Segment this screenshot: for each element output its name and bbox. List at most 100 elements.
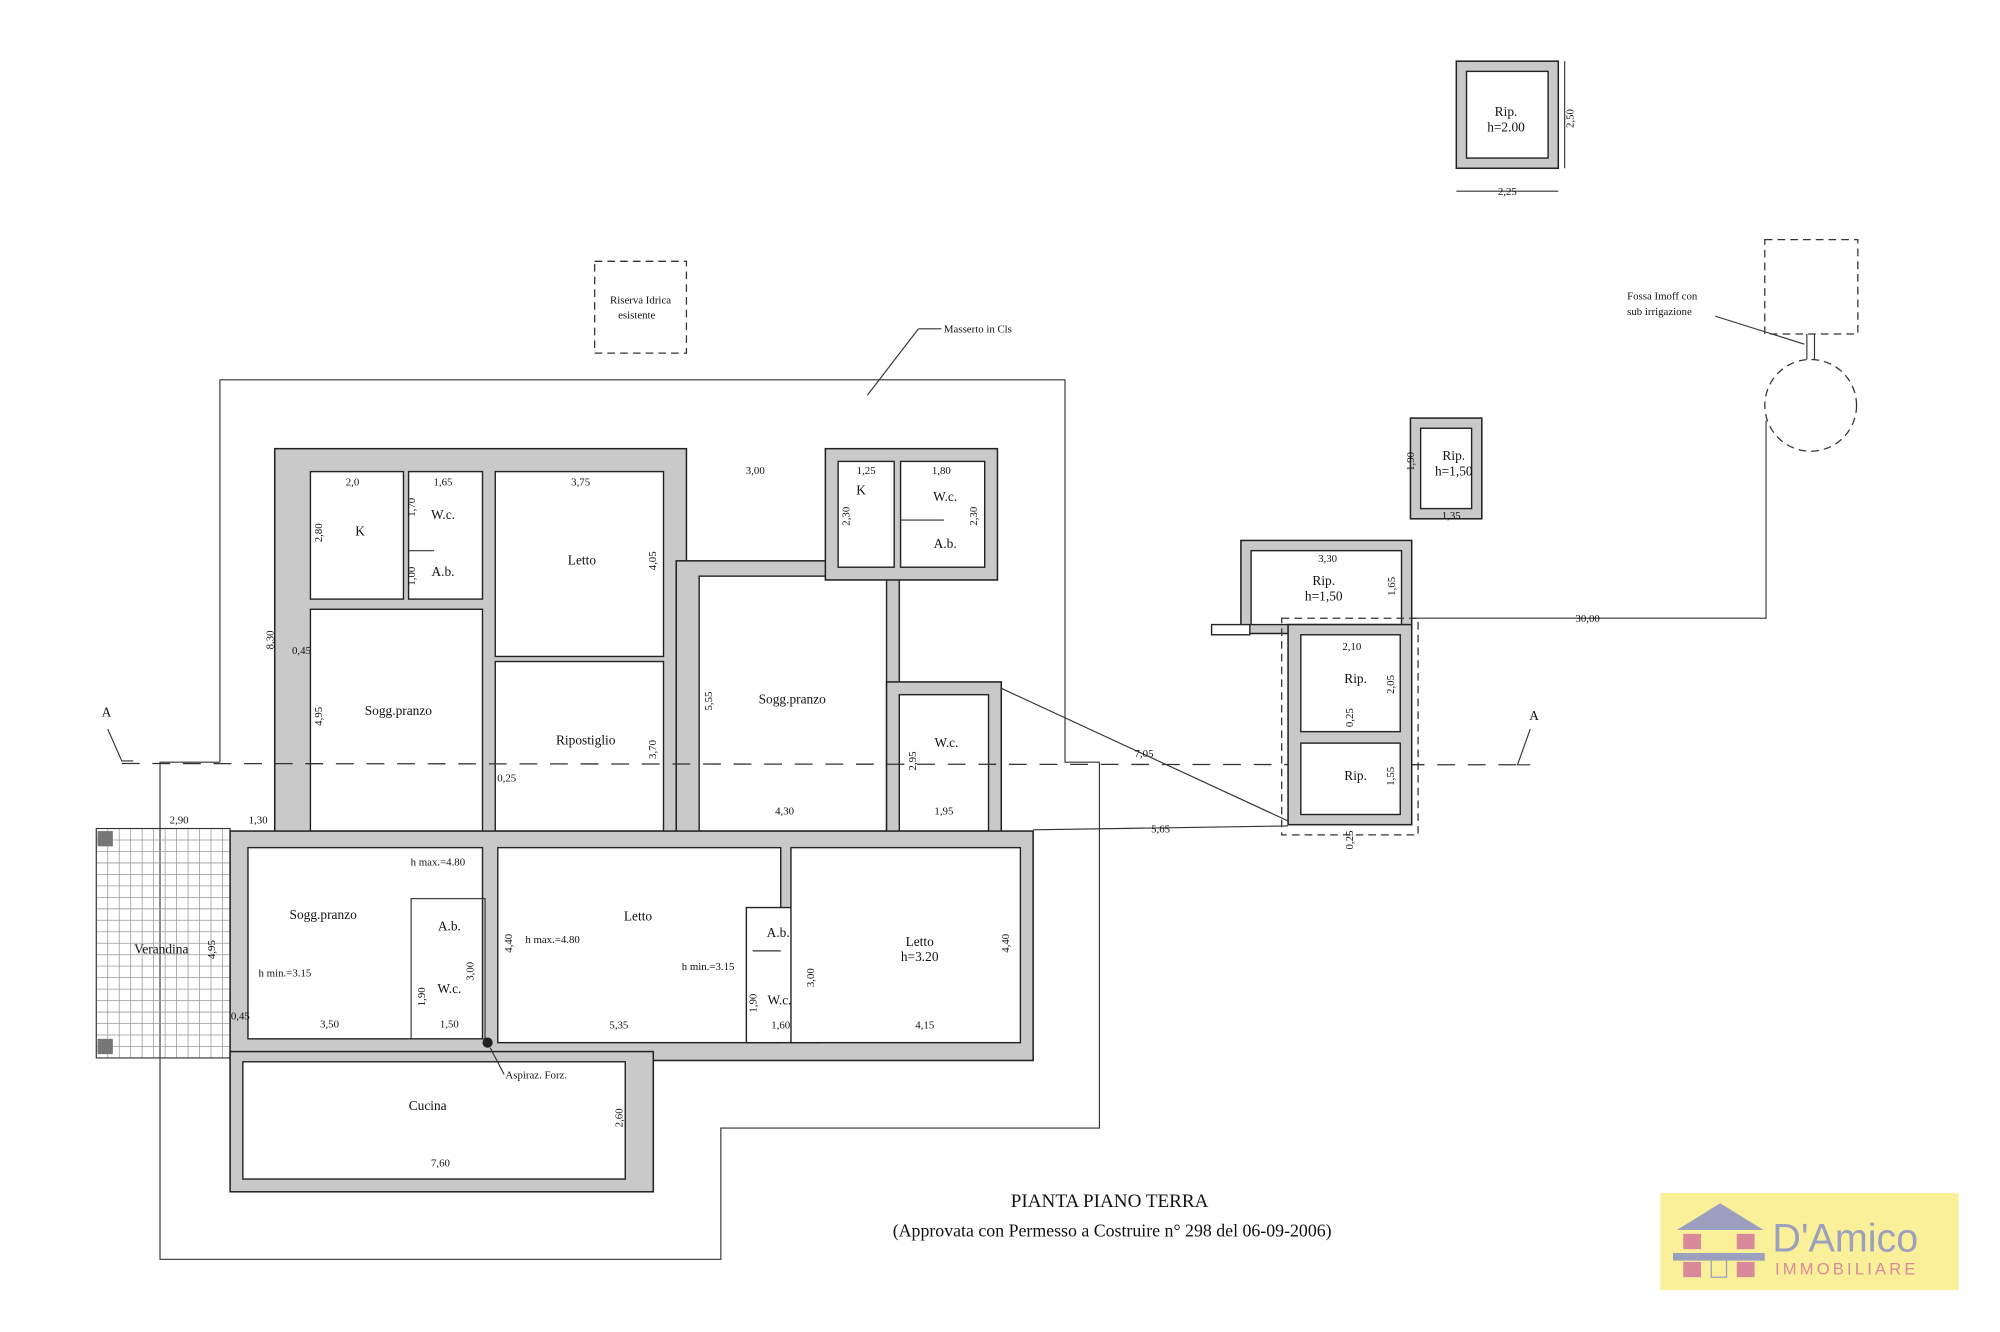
dimension-line	[1411, 420, 1767, 619]
room-label: Sogg.pranzo	[365, 703, 433, 718]
room-label: A.b.	[767, 925, 790, 940]
dimension-label: 4,15	[915, 1020, 934, 1032]
room-wc	[898, 693, 990, 832]
dimension-label: 3,00	[746, 465, 765, 477]
dimension-label: 3,75	[571, 477, 590, 489]
dimension-label: 1,95	[934, 805, 953, 817]
logo-door-icon	[1710, 1254, 1728, 1278]
logo-name: D'Amico	[1772, 1217, 1918, 1261]
dimension-label: 3,50	[320, 1018, 339, 1030]
section-mark-a: A	[102, 704, 112, 719]
room-label: W.c.	[767, 992, 791, 1007]
riserva-idrica-label: esistente	[618, 310, 655, 322]
dimension-label: 1,35	[1442, 510, 1461, 522]
section-arrow	[107, 728, 134, 762]
room-wc	[899, 460, 986, 568]
dimension-label: 1,80	[932, 465, 951, 477]
dimension-label: 4,95	[313, 707, 325, 726]
dimension-label: 0,25	[497, 772, 516, 784]
room-label: Letto	[568, 553, 597, 568]
room-ripostiglio	[494, 660, 665, 832]
aspiraz-label: Aspiraz. Forz.	[505, 1069, 567, 1081]
dimension-label: 3,30	[1318, 553, 1337, 565]
dimension-label: 0,45	[292, 645, 311, 657]
dimension-label: 2,50	[1565, 109, 1577, 128]
section-arrow	[1516, 728, 1531, 766]
dimension-label: 3,70	[647, 740, 659, 759]
dimension-label: 2,25	[1498, 186, 1517, 198]
dimension-label: h min.=3.15	[682, 961, 735, 973]
dimension-label: 2,60	[614, 1108, 626, 1127]
room-letto	[790, 846, 1022, 1044]
dimension-label: 1,65	[434, 477, 453, 489]
logo-window-icon	[1736, 1233, 1755, 1250]
dimension-label: 0,45	[231, 1011, 250, 1023]
room-label: Rip.	[1495, 104, 1518, 119]
aspiraz-leader	[489, 1047, 505, 1075]
dimension-label: 1,65	[1386, 577, 1398, 596]
room-label: Letto	[906, 934, 935, 949]
room-label: A.b.	[934, 536, 957, 551]
verandina-tiles	[95, 828, 231, 1059]
masserto-label: Masserto in Cls	[944, 324, 1012, 336]
riserva-idrica-outline	[594, 260, 688, 354]
dimension-label: 1,00	[406, 567, 418, 586]
dimension-label: 4,40	[503, 934, 515, 953]
room-label: h=3.20	[901, 949, 939, 964]
room-label: W.c.	[933, 489, 957, 504]
room-label: Ripostiglio	[556, 732, 616, 747]
room-label: Sogg.pranzo	[759, 692, 827, 707]
room-wc	[407, 470, 484, 600]
room-ab-wc	[410, 898, 486, 1040]
dimension-label: 7,05	[1135, 748, 1154, 760]
room-rip	[1419, 427, 1473, 510]
fossa-label: Fossa Imoff con	[1627, 291, 1698, 303]
room-soggiorno	[309, 608, 484, 832]
room-cucina	[242, 1061, 626, 1180]
room-soggiorno	[698, 575, 888, 832]
room-rip	[1300, 634, 1401, 733]
dimension-label: 2,30	[841, 507, 853, 526]
dimension-label: 4,05	[647, 551, 659, 570]
room-label: Rip.	[1344, 768, 1367, 783]
room-label: Cucina	[409, 1098, 447, 1113]
dimension-label: 3,00	[465, 962, 477, 981]
logo-window-icon	[1736, 1261, 1755, 1278]
room-label: h=1,50	[1305, 588, 1343, 603]
dimension-label: h max.=4.80	[411, 856, 466, 868]
plan-title: PIANTA PIANO TERRA	[1011, 1191, 1209, 1212]
room-label: h=2.00	[1487, 119, 1525, 134]
masserto-leader	[866, 328, 919, 396]
room-label: Sogg.pranzo	[290, 907, 358, 922]
room-label: Rip.	[1344, 671, 1367, 686]
dimension-label: 1,90	[748, 994, 760, 1013]
logo-window-icon	[1683, 1261, 1702, 1278]
outbuilding-outline	[1281, 617, 1419, 836]
room-label: K	[856, 483, 866, 498]
sub-irrigation-well	[1764, 358, 1858, 452]
verandina-label: Verandina	[134, 941, 188, 956]
room-label: Letto	[624, 908, 653, 923]
dimension-label: 2,30	[968, 507, 980, 526]
dimension-label: 1,90	[416, 987, 428, 1006]
dimension-label: 1,25	[857, 465, 876, 477]
riserva-idrica-label: Riserva Idrica	[610, 294, 671, 306]
dimension-label: 4,40	[1000, 934, 1012, 953]
logo-background	[1660, 1193, 1959, 1290]
dimension-label: 3,00	[805, 968, 817, 987]
logo-roof-icon	[1676, 1203, 1764, 1231]
dimension-label: 2,10	[1342, 641, 1361, 653]
dimension-label: 1,70	[406, 498, 418, 517]
dimension-line	[1001, 687, 1291, 823]
masserto-boundary	[159, 379, 1100, 1260]
room-soggiorno	[247, 846, 484, 1040]
dimension-label: 8,30	[264, 630, 276, 649]
aspiraz-vent	[482, 1037, 493, 1048]
room-rip	[1250, 549, 1403, 626]
dimension-label: 1,30	[249, 814, 268, 826]
room-k	[309, 470, 405, 600]
damico-logo: D'Amico IMMOBILIARE	[1660, 1193, 1959, 1290]
logo-window-icon	[1683, 1233, 1702, 1250]
room-label: K	[355, 523, 365, 538]
